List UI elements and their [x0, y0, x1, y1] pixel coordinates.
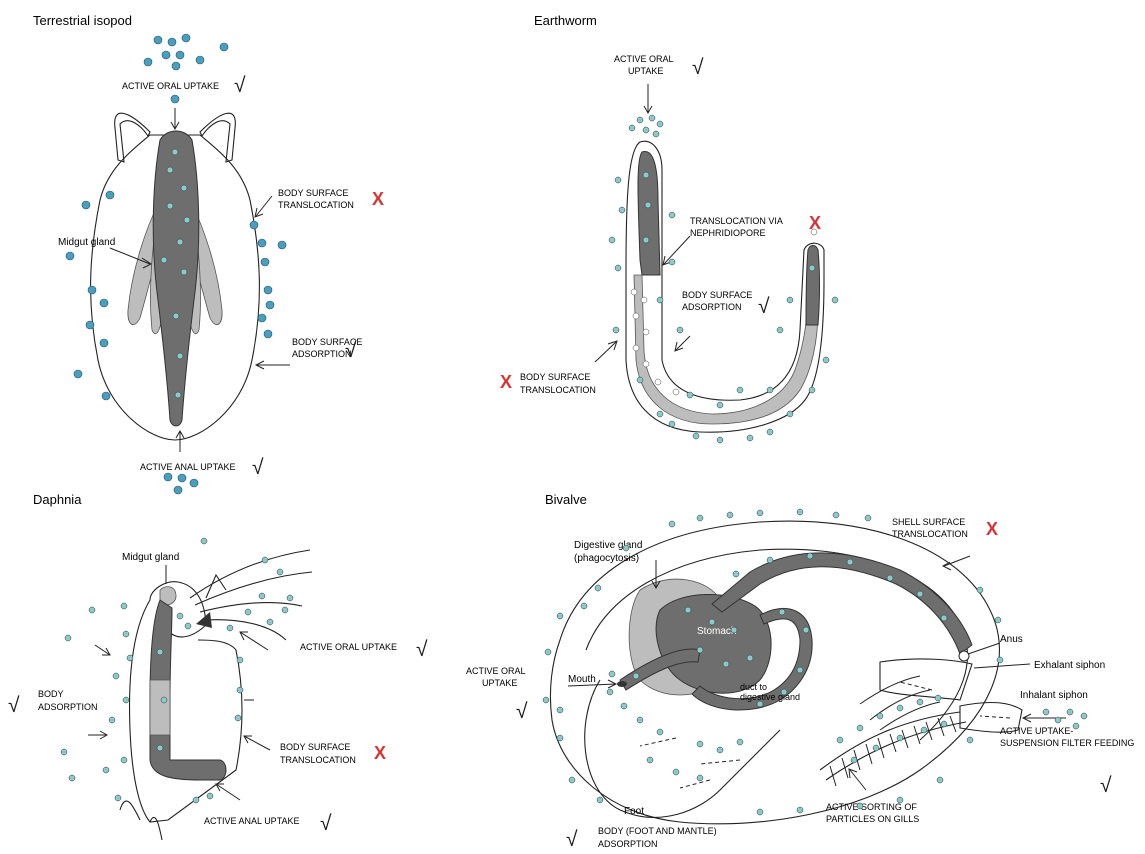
daphnia-anal-arrow: [216, 784, 240, 800]
bivalve-anus: [959, 651, 969, 661]
bivalve-exhalant-siphon: [880, 659, 972, 700]
daphnia-title: Daphnia: [33, 492, 82, 507]
daphnia-oral-arrow: [240, 632, 268, 650]
earthworm-oral-label-2: UPTAKE: [628, 66, 663, 76]
daphnia-body-arrow-1: [95, 645, 110, 655]
earthworm-nephridiopore-arrow: [664, 236, 690, 264]
isopod-translocation-cross: X: [372, 189, 384, 209]
earthworm-translocation-label-2: TRANSLOCATION: [520, 385, 596, 395]
bivalve-duct-label-1: duct to: [740, 682, 767, 692]
bivalve-anus-label: Anus: [1000, 634, 1023, 645]
daphnia-body-label-1: BODY: [38, 689, 64, 699]
earthworm-title: Earthworm: [534, 13, 597, 28]
isopod-adsorption-label-2: ADSORPTION: [292, 349, 352, 359]
daphnia-translocation-label-2: TRANSLOCATION: [280, 755, 356, 765]
earthworm-adsorption-check: √: [758, 295, 770, 318]
isopod-panel: Terrestrial isopod ACTIVE ORAL UPTAKE √ …: [33, 13, 384, 494]
isopod-antenna-left: [115, 113, 150, 162]
isopod-antenna-right: [200, 113, 235, 162]
bivalve-shell-label-1: SHELL SURFACE: [892, 517, 965, 527]
daphnia-anal-check: √: [320, 812, 332, 835]
bivalve-filter-label-1: ACTIVE UPTAKE-: [1000, 726, 1073, 736]
bivalve-flow-arrows: [640, 682, 1010, 788]
bivalve-filter-check: √: [1100, 774, 1112, 797]
earthworm-translocation-arrow: [595, 342, 616, 362]
bivalve-anus-arrow: [968, 643, 1000, 654]
earthworm-gut-anterior: [638, 151, 660, 275]
earthworm-oral-label-1: ACTIVE ORAL: [614, 54, 674, 64]
bivalve-oral-label-1: ACTIVE ORAL: [466, 666, 526, 676]
daphnia-eye: [196, 612, 212, 628]
bivalve-digestive-label-1: Digestive gland: [574, 540, 642, 551]
daphnia-body-label-2: ADSORPTION: [38, 702, 98, 712]
bivalve-oral-check: √: [516, 700, 528, 723]
isopod-translocation-label-1: BODY SURFACE: [278, 188, 348, 198]
bivalve-shell-label-2: TRANSLOCATION: [892, 529, 968, 539]
bivalve-panel: Bivalve: [466, 492, 1134, 851]
isopod-anal-check: √: [252, 456, 264, 479]
daphnia-panel: Daphnia Midgut gland ACTIVE ORAL UPTAKE …: [8, 492, 428, 840]
earthworm-translocation-cross: X: [500, 372, 512, 392]
bivalve-body-label-1: BODY (FOOT AND MANTLE): [598, 826, 717, 836]
isopod-gut: [153, 131, 199, 426]
bivalve-gills-arrow: [850, 770, 866, 790]
daphnia-tail-spines: [120, 801, 162, 840]
bivalve-exhalant-arrow: [974, 664, 1030, 668]
isopod-adsorption-check: √: [345, 339, 357, 362]
bivalve-body-label-2: ADSORPTION: [598, 839, 658, 849]
earthworm-panel: Earthworm ACTIVE ORAL UPTAKE √ TRANSLOCA…: [500, 13, 838, 443]
isopod-midgut-label: Midgut gland: [58, 237, 115, 248]
bivalve-foot-label: Foot: [624, 806, 644, 817]
bivalve-stomach-label: Stomach: [697, 626, 736, 637]
isopod-translocation-label-2: TRANSLOCATION: [278, 200, 354, 210]
bivalve-title: Bivalve: [545, 492, 587, 507]
bivalve-filter-label-2: SUSPENSION FILTER FEEDING: [1000, 738, 1134, 748]
isopod-title: Terrestrial isopod: [33, 13, 132, 28]
earthworm-oral-check: √: [692, 56, 704, 79]
bivalve-mouth-label: Mouth: [568, 674, 596, 685]
earthworm-adsorption-label-2: ADSORPTION: [682, 302, 742, 312]
daphnia-translocation-label-1: BODY SURFACE: [280, 742, 350, 752]
bivalve-mouth: [617, 681, 627, 687]
bivalve-digestive-label-2: (phagocytosis): [574, 553, 639, 564]
daphnia-oral-check: √: [416, 638, 428, 661]
daphnia-body-check: √: [8, 694, 20, 717]
bivalve-shell-cross: X: [986, 519, 998, 539]
isopod-oral-label: ACTIVE ORAL UPTAKE: [122, 81, 219, 91]
daphnia-oral-label: ACTIVE ORAL UPTAKE: [300, 642, 397, 652]
bivalve-exhalant-label: Exhalant siphon: [1034, 660, 1105, 671]
bivalve-oral-label-2: UPTAKE: [482, 678, 517, 688]
earthworm-translocation-label-1: BODY SURFACE: [520, 372, 590, 382]
daphnia-gut-light: [150, 680, 170, 735]
earthworm-adsorption-label-1: BODY SURFACE: [682, 290, 752, 300]
daphnia-carapace: [130, 600, 242, 822]
isopod-translocation-arrow: [256, 196, 272, 216]
bivalve-shell-arrow: [944, 556, 970, 566]
daphnia-midgut-label: Midgut gland: [122, 552, 179, 563]
daphnia-anal-label: ACTIVE ANAL UPTAKE: [204, 816, 300, 826]
bivalve-duct-label-2: digestive gland: [740, 692, 800, 702]
bivalve-gills-label-2: PARTICLES ON GILLS: [826, 814, 919, 824]
bivalve-body-check: √: [566, 828, 578, 851]
daphnia-translocation-cross: X: [374, 743, 386, 763]
earthworm-adsorption-arrow: [676, 336, 690, 350]
isopod-anal-label: ACTIVE ANAL UPTAKE: [140, 462, 236, 472]
earthworm-nephridiopore-label-1: TRANSLOCATION VIA: [690, 216, 783, 226]
earthworm-nephridiopore-label-2: NEPHRIDIOPORE: [690, 228, 766, 238]
earthworm-gut-tail: [806, 246, 820, 326]
isopod-oral-check: √: [234, 74, 246, 97]
bivalve-gills-label-1: ACTIVE SORTING OF: [826, 802, 917, 812]
bivalve-inhalant-label: Inhalant siphon: [1020, 690, 1088, 701]
